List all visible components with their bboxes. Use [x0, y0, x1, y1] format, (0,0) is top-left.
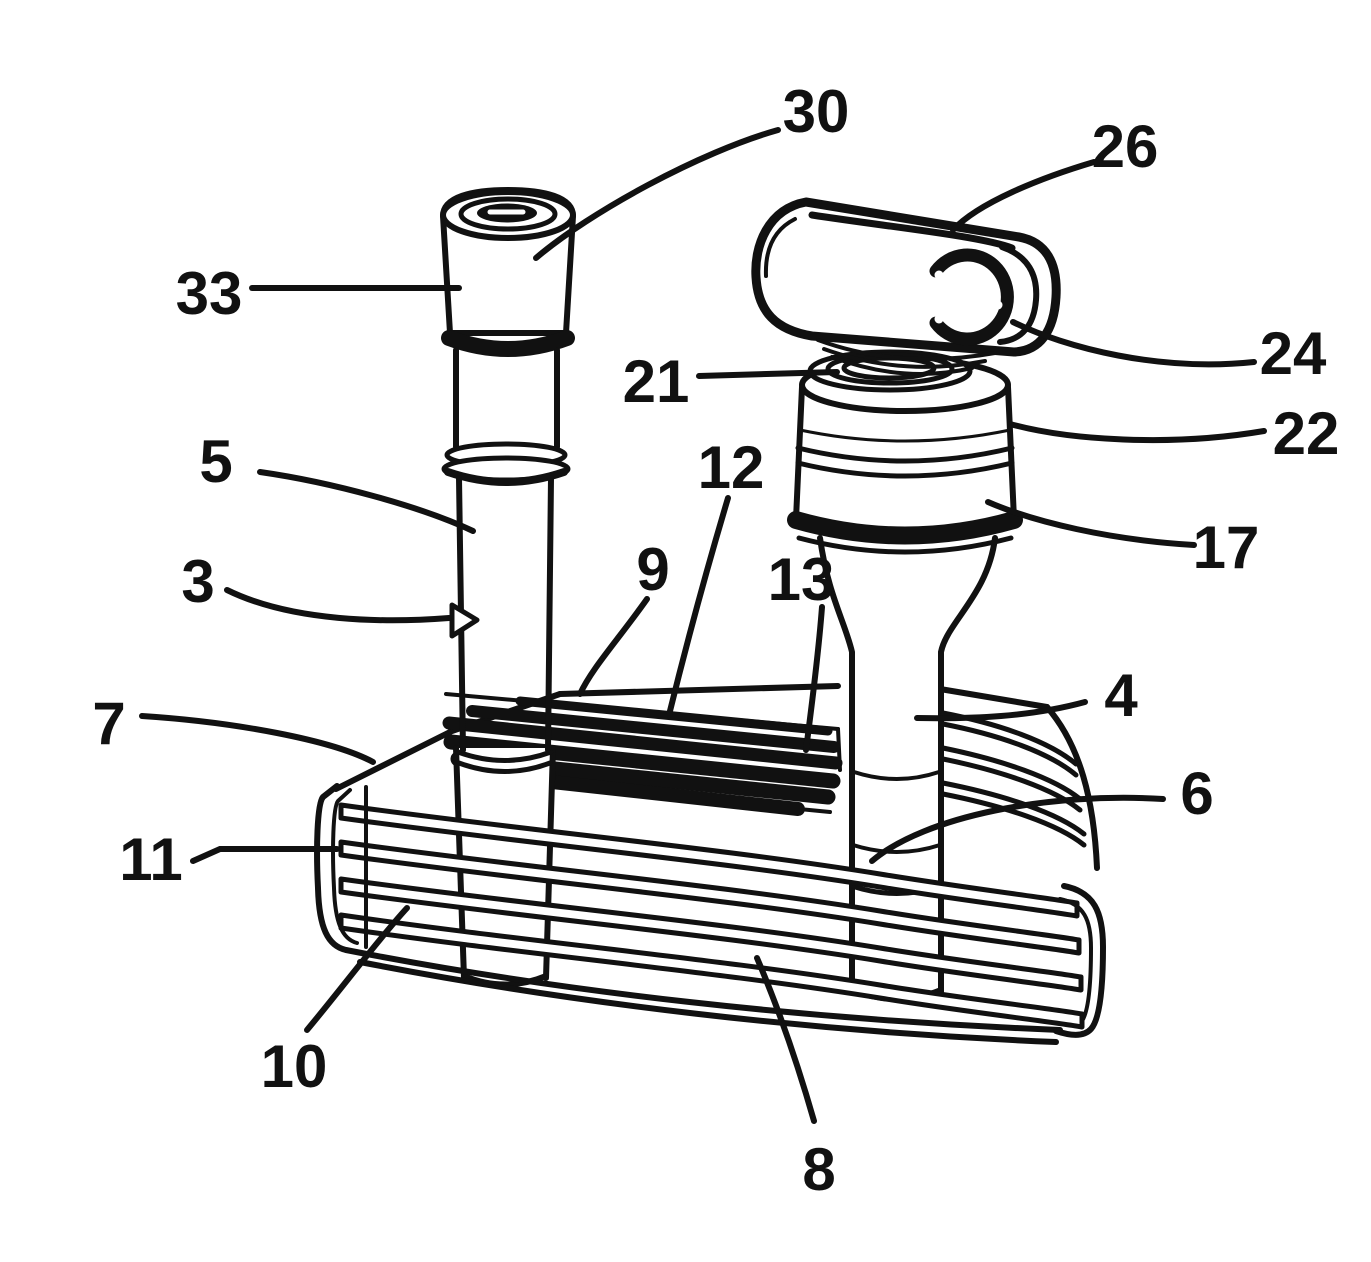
head-right-inner-ring: [997, 244, 1040, 345]
leader-4: [914, 699, 1088, 722]
base-right-end: [1053, 883, 1106, 1038]
leader-7: [139, 713, 376, 765]
ridge-right: [937, 686, 1050, 710]
ridge-mid: [557, 683, 841, 697]
fin-ribbon: [338, 876, 1084, 993]
ref-label-26: 26: [1092, 113, 1159, 180]
leader-17: [985, 499, 1197, 548]
leader-22: [1007, 421, 1267, 444]
ref-label-13: 13: [768, 546, 835, 613]
cap17-bottom-band: [787, 511, 1023, 545]
ref-label-7: 7: [92, 690, 125, 757]
stem-surface-line: [851, 843, 942, 854]
base-right-silhouette: [1044, 704, 1100, 871]
ref-label-24: 24: [1260, 320, 1327, 387]
ref-label-3: 3: [181, 548, 214, 615]
fin-ribbon: [338, 802, 1080, 919]
stem-right-edge: [938, 535, 998, 995]
cap17-left-edge: [793, 384, 805, 522]
base-back-ridge: [333, 683, 1100, 871]
tube-bottom-arc: [461, 973, 549, 988]
base-bottom-plate: [343, 947, 1063, 1045]
right-end-outer: [1053, 883, 1106, 1038]
c-clip: [929, 248, 1014, 346]
ref-label-8: 8: [802, 1136, 835, 1203]
cap-bottom-band: [441, 330, 575, 357]
leader-3: [224, 587, 452, 624]
reference-labels: 30 26 33 21 24 22 17 5 12 3 9 13 7 4 11 …: [92, 78, 1339, 1203]
leader-lines: [139, 127, 1267, 1124]
ref-label-4: 4: [1104, 662, 1138, 729]
c-clip-hole: [934, 314, 944, 324]
leader-21: [696, 369, 840, 379]
cap17-band-edge: [796, 535, 1014, 555]
fin-ribbon: [338, 912, 1085, 1030]
leader-13: [803, 604, 825, 753]
ref-label-30: 30: [783, 78, 850, 145]
ref-label-17: 17: [1193, 514, 1260, 581]
c-clip-hole: [934, 270, 944, 280]
front-fins: [338, 802, 1085, 1030]
leader-12: [666, 495, 731, 718]
tube-pointer-mark: [449, 602, 480, 639]
bottom-plate-lower: [357, 959, 1059, 1045]
cap17-groove: [795, 445, 1015, 464]
ref-label-12: 12: [698, 434, 765, 501]
head-top-inner-line: [808, 211, 1016, 252]
right-port-assembly: [751, 197, 1061, 555]
left-end-outer: [314, 783, 349, 953]
head-underside-shading: [830, 355, 974, 376]
rear-fin-line: [940, 721, 1079, 778]
leader-5: [257, 469, 476, 534]
leader-9: [577, 596, 650, 697]
rear-fin-line: [940, 756, 1083, 813]
ref-label-9: 9: [636, 536, 669, 603]
ridge-left: [333, 691, 563, 792]
rear-fin-line: [940, 791, 1087, 848]
ref-label-21: 21: [623, 348, 690, 415]
ref-label-5: 5: [199, 428, 232, 495]
tube-base-rim: [456, 760, 553, 774]
device-drawing: [314, 187, 1106, 1045]
leader-26: [950, 159, 1097, 233]
tube-base-rim: [455, 749, 554, 763]
head-left-inner-line: [763, 217, 797, 278]
leader-24: [1010, 319, 1257, 368]
leader-10: [304, 905, 410, 1033]
left-end-inner: [331, 788, 359, 945]
head-underside-shading: [822, 347, 987, 369]
leader-11: [190, 846, 340, 864]
ref-label-10: 10: [261, 1033, 328, 1100]
leader-30: [533, 127, 781, 261]
fin-ribbon: [338, 839, 1082, 956]
base-left-end: [314, 783, 368, 953]
right-end-inner: [1058, 897, 1093, 1023]
stem-left-edge: [817, 535, 855, 995]
head-outline: [751, 197, 1061, 357]
louver-slot: [515, 696, 833, 736]
rear-fin-line: [940, 745, 1083, 802]
left-port-assembly: [440, 187, 576, 753]
cap17-groove: [798, 428, 1012, 443]
cap17-right-edge: [1005, 384, 1017, 522]
ref-label-33: 33: [176, 260, 243, 327]
c-clip-hole: [993, 300, 1003, 310]
louver-slot: [466, 705, 840, 753]
leader-6: [869, 794, 1166, 864]
ref-label-11: 11: [119, 826, 182, 893]
louver-slot: [442, 716, 843, 770]
ref-label-6: 6: [1180, 760, 1213, 827]
bottom-plate-upper: [343, 947, 1063, 1033]
head-underside-shading: [816, 338, 997, 362]
ref-label-22: 22: [1273, 400, 1340, 467]
cap-inner-ring: [458, 196, 558, 232]
tube-upper-right-edge: [545, 475, 554, 753]
cap17-groove: [795, 460, 1015, 479]
leader-8: [754, 955, 817, 1124]
stem-surface-line: [852, 770, 941, 781]
